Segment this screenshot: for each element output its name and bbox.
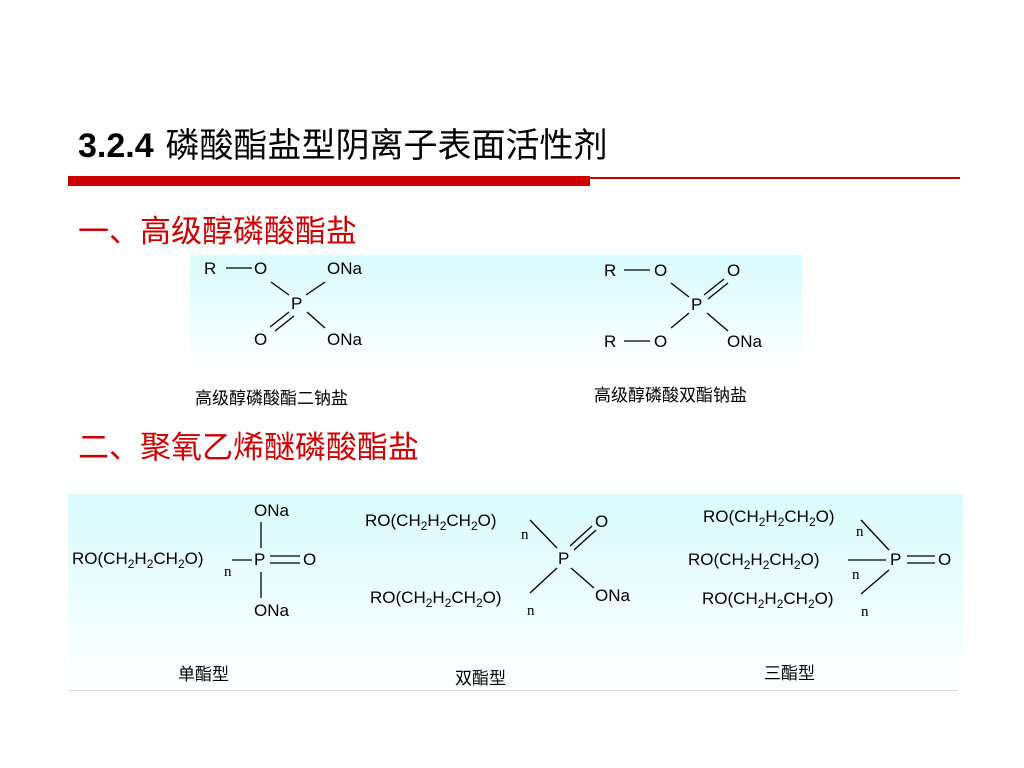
chain-formula-top: RO(CH2H2CH2O) [703, 507, 835, 529]
atom-r: R [204, 259, 217, 278]
atom-o-double: O [727, 261, 741, 280]
atom-p: P [254, 550, 266, 569]
structure-caption: 双酯型 [455, 669, 506, 689]
chain-formula-top: RO(CH2H2CH2O) [365, 511, 497, 533]
atom-ona: ONa [327, 259, 362, 278]
atom-r-bottom: R [604, 332, 617, 351]
bottom-rule [68, 690, 958, 691]
structure-caption: 三酯型 [764, 664, 815, 684]
chain-formula-bottom: RO(CH2H2CH2O) [702, 589, 834, 611]
section-heading-1: 一、高级醇磷酸酯盐 [78, 214, 357, 250]
structure-caption: 高级醇磷酸酯二钠盐 [195, 389, 348, 409]
repeat-n-bottom: n [861, 604, 869, 620]
atom-ona: ONa [727, 332, 762, 351]
atom-p: P [890, 550, 902, 569]
structure-panel-2 [68, 494, 963, 692]
atom-o-bottom: O [654, 332, 668, 351]
atom-p: P [558, 549, 570, 568]
atom-o: O [254, 259, 268, 278]
section-number: 3.2.4 [78, 127, 154, 165]
structure-caption: 高级醇磷酸双酯钠盐 [594, 386, 747, 406]
chain-formula: RO(CH2H2CH2O) [72, 549, 204, 571]
section-title: 磷酸酯盐型阴离子表面活性剂 [165, 126, 608, 166]
chain-formula-bottom: RO(CH2H2CH2O) [370, 588, 502, 610]
repeat-n-middle: n [852, 567, 860, 583]
chain-formula-middle: RO(CH2H2CH2O) [688, 550, 820, 572]
title-underline-bar [68, 176, 590, 186]
structure-caption: 单酯型 [178, 665, 229, 685]
atom-r-top: R [604, 261, 617, 280]
atom-ona-top: ONa [254, 501, 289, 520]
repeat-n: n [224, 564, 232, 580]
atom-o-double: O [595, 512, 609, 531]
atom-o-double: O [303, 550, 317, 569]
repeat-n-top: n [856, 524, 864, 540]
atom-ona-bottom: ONa [254, 601, 289, 620]
repeat-n-top: n [521, 527, 529, 543]
atom-o-top: O [654, 261, 668, 280]
atom-o-double: O [938, 550, 952, 569]
repeat-n-bottom: n [527, 603, 535, 619]
atom-p: P [291, 294, 303, 313]
atom-ona: ONa [595, 586, 630, 605]
structure-panel-1 [190, 255, 802, 377]
page-title: 3.2.4 磷酸酯盐型阴离子表面活性剂 [78, 118, 607, 167]
section-heading-2: 二、聚氧乙烯醚磷酸酯盐 [78, 430, 419, 466]
title-underline-rule [590, 177, 960, 179]
atom-ona-2: ONa [327, 330, 362, 349]
atom-p: P [691, 295, 703, 314]
atom-o-double: O [254, 330, 268, 349]
